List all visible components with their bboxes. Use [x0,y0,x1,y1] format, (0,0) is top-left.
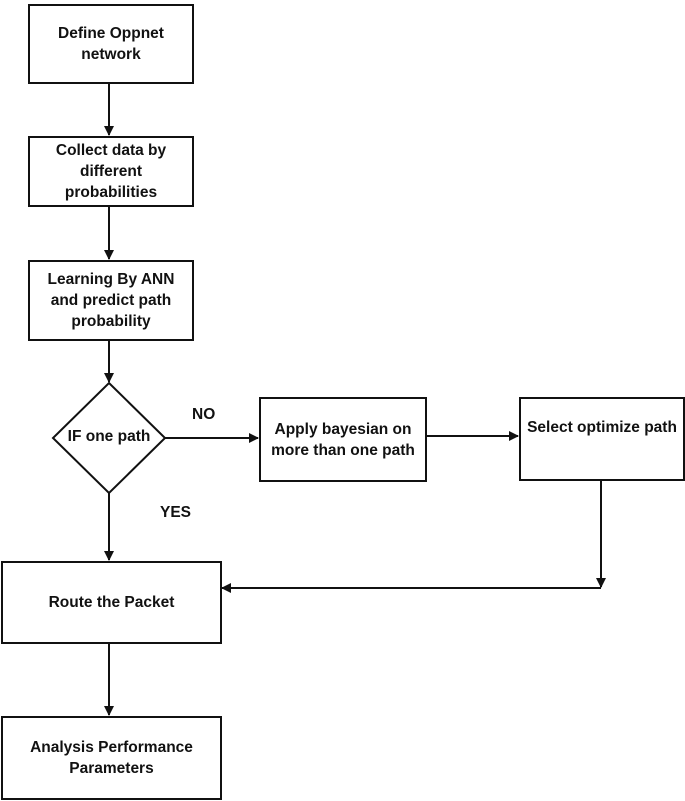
node-learning-label: Learning By ANN and predict path probabi… [47,271,175,330]
node-select-optimize-path: Select optimize path [519,397,685,481]
node-route-label: Route the Packet [48,594,175,611]
node-route-packet: Route the Packet [1,561,222,644]
edge-label-yes: YES [160,504,192,521]
node-select-label: Select optimize path [527,419,677,436]
decision-label: IF one path [67,428,151,445]
node-collect-data: Collect data by different probabilities [28,136,194,207]
node-define-label: Define Oppnet network [58,25,164,63]
node-collect-label: Collect data by different probabilities [55,142,167,201]
node-learning-ann: Learning By ANN and predict path probabi… [28,260,194,341]
node-bayesian-label: Apply bayesian on more than one path [271,420,415,459]
edge-label-no: NO [192,406,216,423]
node-define-oppnet-network: Define Oppnet network [28,4,194,84]
node-analysis-performance: Analysis Performance Parameters [1,716,222,800]
node-analysis-label: Analysis Performance Parameters [30,739,193,777]
node-apply-bayesian: Apply bayesian on more than one path [259,397,427,482]
